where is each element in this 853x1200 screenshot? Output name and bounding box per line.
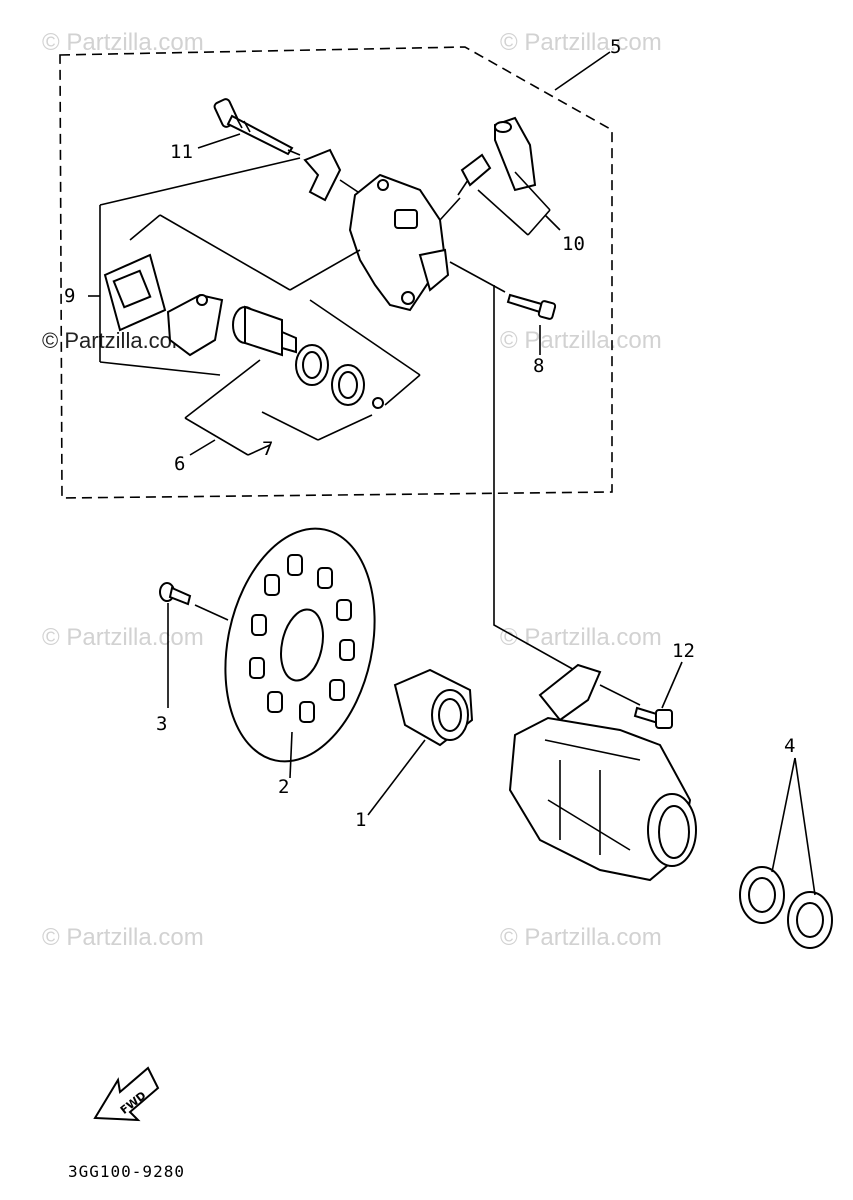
watermark-8: © Partzilla.com — [500, 924, 662, 951]
leader-caliper-to-bracket — [493, 285, 579, 673]
bracket-10 — [457, 116, 537, 196]
brake-pads-9 — [103, 253, 224, 357]
bolt-3 — [159, 582, 229, 708]
label-7: 7 — [262, 438, 273, 460]
watermark-1: © Partzilla.com — [42, 29, 204, 56]
bolt-12 — [599, 661, 683, 729]
watermark-6: © Partzilla.com — [500, 624, 662, 651]
label-4: 4 — [784, 735, 795, 757]
watermark-3: © Partzilla.com — [42, 328, 190, 353]
caliper-bracket-housing — [508, 663, 697, 882]
watermarks: © Partzilla.com © Partzilla.com © Partzi… — [42, 29, 662, 951]
watermark-5: © Partzilla.com — [42, 624, 204, 651]
label-12: 12 — [672, 640, 695, 662]
label-9: 9 — [64, 285, 75, 307]
bolt-11 — [213, 98, 294, 156]
fwd-direction-arrow: FWD — [93, 1066, 160, 1122]
watermark-2: © Partzilla.com — [500, 29, 662, 56]
label-2: 2 — [278, 776, 289, 798]
leader-disc — [289, 731, 293, 779]
label-3: 3 — [156, 713, 167, 735]
bolt-8 — [506, 293, 557, 320]
pin-clip — [303, 148, 342, 202]
lock-nuts-4 — [739, 757, 833, 949]
hub-1 — [367, 668, 474, 816]
watermark-4: © Partzilla.com — [500, 327, 662, 354]
label-10: 10 — [562, 233, 585, 255]
brake-disc-2 — [224, 527, 376, 763]
label-8: 8 — [533, 355, 544, 377]
caliper-assembly-boundary — [59, 46, 613, 499]
label-1: 1 — [355, 809, 366, 831]
seals-7 — [295, 344, 384, 409]
leader-lines-caliper — [88, 51, 611, 456]
piston-6 — [232, 305, 297, 357]
label-5: 5 — [610, 36, 621, 58]
label-6: 6 — [174, 453, 185, 475]
part-labels: 1 2 3 4 5 6 7 8 9 10 11 12 — [64, 36, 795, 831]
watermark-7: © Partzilla.com — [42, 924, 204, 951]
diagram-code: 3GG100-9280 — [68, 1162, 185, 1181]
caliper-body — [348, 173, 450, 312]
label-11: 11 — [170, 141, 193, 163]
